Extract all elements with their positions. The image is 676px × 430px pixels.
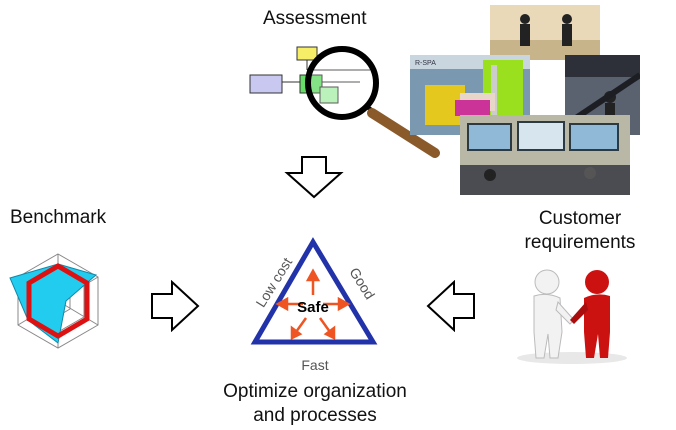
- red-figure-icon: [570, 270, 610, 358]
- handshake-figures-illustration: [517, 269, 627, 364]
- customer-label-line2: requirements: [524, 232, 636, 253]
- magnifier-icon: [305, 46, 440, 158]
- left-arrow-icon: [426, 280, 475, 332]
- customer-label-line1: Customer: [538, 208, 622, 229]
- org-chart-magnifier-illustration: [249, 46, 440, 158]
- benchmark-label: Benchmark: [10, 207, 107, 228]
- svg-text:R-SPA: R-SPA: [415, 60, 436, 67]
- right-side-label: Good: [346, 265, 378, 303]
- benchmark-radar-icon: [9, 253, 99, 349]
- down-arrow-icon: [284, 156, 344, 199]
- optimize-label-line2: and processes: [253, 405, 377, 426]
- center-label: Safe: [297, 299, 329, 316]
- white-figure-icon: [533, 269, 575, 359]
- right-arrow-icon: [151, 280, 200, 332]
- tradeoff-triangle-diagram: Safe Low cost Good Fast: [250, 237, 378, 373]
- customer-requirements-label: Customer requirements: [520, 207, 640, 255]
- photo-aircraft-boarding: [490, 5, 600, 60]
- photo-control-room: [460, 115, 630, 195]
- assessment-label: Assessment: [263, 8, 367, 29]
- bottom-side-label: Fast: [301, 357, 328, 373]
- tradeoff-arrows: [275, 268, 351, 341]
- optimize-label-line1: Optimize organization: [223, 381, 407, 402]
- photo-collage: R-SPA: [410, 5, 640, 195]
- optimize-label: Optimize organization and processes: [200, 380, 430, 428]
